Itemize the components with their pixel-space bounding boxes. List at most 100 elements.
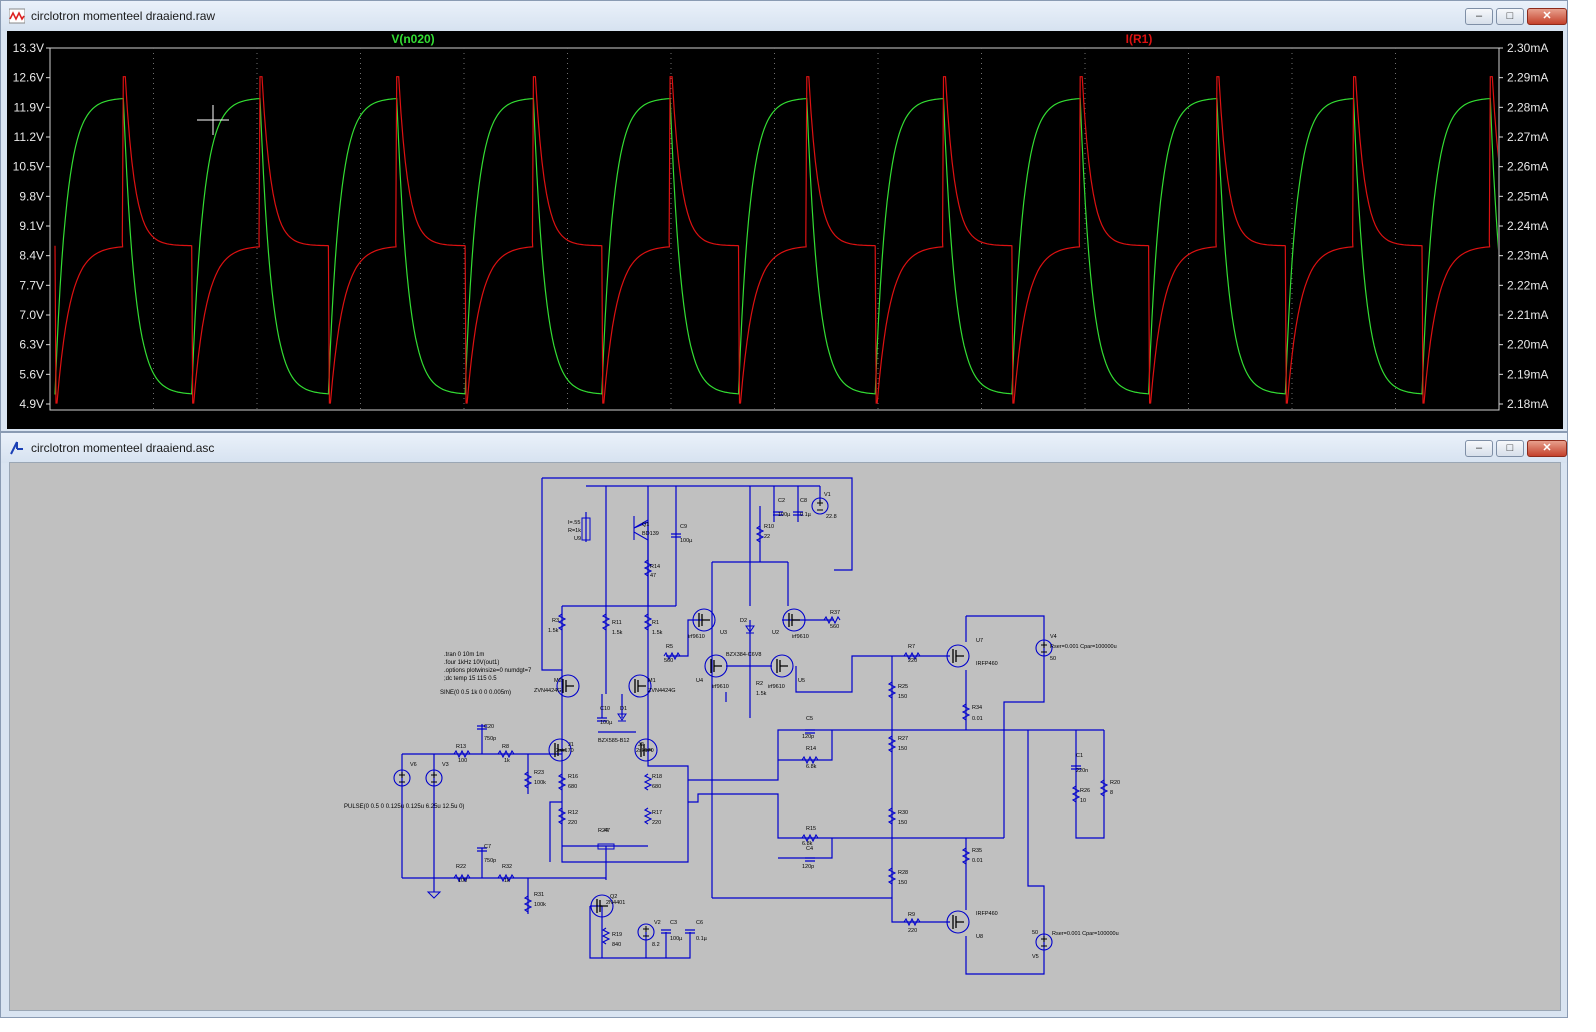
- schematic-titlebar[interactable]: circlotron momenteel draaiend.asc – □ ✕: [1, 433, 1567, 463]
- component-label: V1: [824, 492, 831, 498]
- component-label: R=1k: [568, 528, 581, 534]
- component-label: R23: [534, 770, 544, 776]
- source-sign: [399, 772, 405, 783]
- component-label: C10: [600, 706, 610, 712]
- right-tick-label: 2.18mA: [1507, 397, 1548, 411]
- component-label: U2: [772, 630, 779, 636]
- resistor-symbol: [887, 867, 897, 885]
- resistor-symbol: [801, 755, 819, 765]
- minimize-button[interactable]: –: [1465, 440, 1493, 457]
- waveform-window[interactable]: circlotron momenteel draaiend.raw – □ ✕ …: [0, 0, 1568, 432]
- mosfet-symbol: [770, 654, 794, 678]
- resistor-symbol: [601, 927, 611, 945]
- component-label: 680: [652, 784, 661, 790]
- left-tick-label: 7.0V: [19, 308, 44, 322]
- mosfet-symbol: [946, 644, 970, 668]
- directive-options: .options plotwinsize=0 numdgt=7: [444, 668, 532, 674]
- maximize-button[interactable]: □: [1496, 8, 1524, 25]
- component-label: 150: [898, 880, 907, 886]
- component-label: irf9610: [712, 684, 729, 690]
- right-tick-label: 2.25mA: [1507, 189, 1548, 203]
- mosfet-symbol: [782, 608, 806, 632]
- current-source-u9: [581, 517, 591, 541]
- right-tick-label: 2.22mA: [1507, 278, 1548, 292]
- component-label: R37: [830, 610, 840, 616]
- component-label: IRFP460: [976, 911, 998, 917]
- component-label: R25: [898, 684, 908, 690]
- component-label: 8: [1110, 790, 1113, 796]
- component-label: IRFP460: [976, 661, 998, 667]
- component-label: 47: [604, 828, 610, 834]
- left-tick-label: 7.7V: [19, 278, 44, 292]
- component-label: Rser=0.001 Cpar=100000u: [1052, 931, 1119, 937]
- resistor-symbol: [643, 773, 653, 791]
- series-line-ir1: [54, 76, 1498, 404]
- component-label: R28: [898, 870, 908, 876]
- schematic-window[interactable]: circlotron momenteel draaiend.asc – □ ✕: [0, 432, 1568, 1018]
- source-sign: [643, 926, 649, 937]
- right-tick-label: 2.23mA: [1507, 249, 1548, 263]
- capacitor-symbol: [671, 533, 681, 538]
- component-label: 100k: [534, 902, 546, 908]
- ground-symbol: [426, 891, 442, 899]
- resistor-symbol: [903, 651, 921, 661]
- component-label: C20: [484, 724, 494, 730]
- waveform-chart[interactable]: 13.3V12.6V11.9V11.2V10.5V9.8V9.1V8.4V7.7…: [7, 31, 1563, 429]
- sine-source-label: SINE(0 0.5 1k 0 0 0.005m): [440, 690, 511, 696]
- circuit-diagram[interactable]: Q1BD139R1447C9100µR1022C2100µC80.1µV122.…: [10, 463, 1562, 1012]
- component-label: 220: [908, 928, 917, 934]
- component-label: 47: [650, 573, 656, 579]
- close-button[interactable]: ✕: [1527, 440, 1567, 457]
- component-label: R10: [764, 524, 774, 530]
- right-tick-label: 2.24mA: [1507, 219, 1548, 233]
- resistor-symbol: [601, 613, 611, 631]
- waveform-window-title: circlotron momenteel draaiend.raw: [31, 9, 216, 23]
- component-label: 22: [764, 534, 770, 540]
- right-tick-label: 2.21mA: [1507, 308, 1548, 322]
- minimize-button[interactable]: –: [1465, 8, 1493, 25]
- component-label: 1.5k: [652, 630, 663, 636]
- component-label: irf9610: [768, 684, 785, 690]
- close-button[interactable]: ✕: [1527, 8, 1567, 25]
- component-label: C1: [1076, 753, 1083, 759]
- left-tick-label: 13.3V: [13, 41, 44, 55]
- component-label: 0.01: [972, 716, 983, 722]
- capacitor-symbol: [685, 929, 695, 934]
- maximize-button[interactable]: □: [1496, 440, 1524, 457]
- component-label: U7: [976, 638, 983, 644]
- component-label: 120p: [802, 734, 814, 740]
- source-sign: [431, 772, 437, 783]
- component-label: D2: [740, 618, 747, 624]
- component-label: 50: [1050, 656, 1056, 662]
- component-label: Q1: [642, 522, 649, 528]
- component-label: V3: [442, 762, 449, 768]
- component-label: 750p: [484, 858, 496, 864]
- resistor-symbol: [823, 615, 841, 625]
- component-label: R18: [652, 774, 662, 780]
- component-label: 10: [1080, 798, 1086, 804]
- component-label: 150: [898, 694, 907, 700]
- left-tick-label: 11.2V: [14, 130, 44, 144]
- component-label: 50: [1032, 930, 1038, 936]
- component-label: U8: [976, 934, 983, 940]
- component-label: R32: [502, 864, 512, 870]
- component-label: ZVN4424G: [534, 688, 562, 694]
- legend-series-ir1: I(R1): [1126, 32, 1153, 46]
- component-label: V4: [1050, 634, 1057, 640]
- left-tick-label: 6.3V: [19, 338, 44, 352]
- capacitor-symbol: [477, 725, 487, 730]
- component-label: 0.1µ: [800, 512, 812, 518]
- mosfet-symbol: [548, 738, 572, 762]
- component-label: 1.5k: [548, 628, 559, 634]
- component-label: R22: [456, 864, 466, 870]
- capacitor-symbol: [805, 729, 815, 734]
- resistor-symbol: [643, 559, 653, 577]
- source-symbol: [811, 497, 829, 515]
- component-label: R15: [806, 826, 816, 832]
- component-label: 220: [908, 658, 917, 664]
- capacitor-symbol: [793, 511, 803, 516]
- waveform-titlebar[interactable]: circlotron momenteel draaiend.raw – □ ✕: [1, 1, 1567, 31]
- component-label: 840: [612, 942, 621, 948]
